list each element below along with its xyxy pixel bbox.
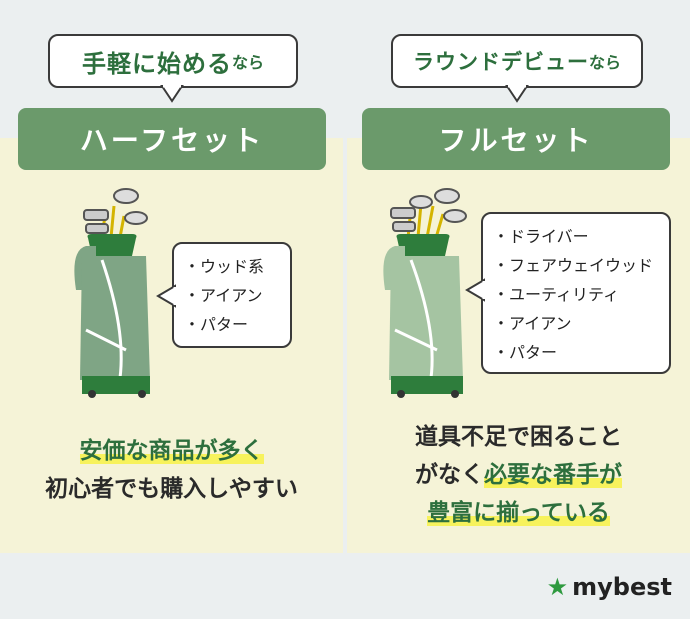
summary-highlight: 安価な商品が多く	[79, 438, 264, 464]
club-item: ・パター	[184, 315, 249, 334]
summary-line: 道具不足で困ること	[415, 424, 622, 450]
summary-highlight: 必要な番手が	[484, 462, 622, 488]
bubble-tail	[505, 85, 529, 103]
full-set-summary: 道具不足で困ること がなく必要な番手が 豊富に揃っている	[347, 418, 690, 532]
half-set-panel: 手軽に始める なら ハーフセット ・ウッド系 ・アイアン ・パター 安価な商品	[0, 0, 343, 553]
club-item: ・ユーティリティ	[493, 285, 620, 304]
bubble-main-text: 手軽に始める	[81, 49, 232, 78]
logo-text: mybest	[572, 573, 672, 601]
half-set-club-list: ・ウッド系 ・アイアン ・パター	[172, 242, 292, 348]
full-set-speech-bubble: ラウンドデビュー なら	[391, 34, 643, 88]
club-item: ・ウッド系	[184, 257, 265, 276]
list-tail	[156, 284, 176, 308]
bubble-main-text: ラウンドデビュー	[412, 50, 589, 74]
full-set-club-list: ・ドライバー ・フェアウェイウッド ・ユーティリティ ・アイアン ・パター	[481, 212, 671, 374]
summary-highlight: 豊富に揃っている	[427, 500, 610, 526]
full-set-panel: ラウンドデビュー なら フルセット ・ドライバー ・フェアウェイウッド ・ユーテ…	[347, 0, 690, 553]
bubble-small-text: なら	[588, 53, 621, 72]
mybest-logo: ★ mybest	[547, 573, 672, 601]
half-set-speech-bubble: 手軽に始める なら	[48, 34, 298, 88]
bubble-small-text: なら	[231, 53, 264, 72]
club-item: ・ドライバー	[493, 227, 589, 246]
half-set-header: ハーフセット	[18, 108, 326, 170]
golf-bag-full-icon	[383, 188, 467, 398]
club-item: ・アイアン	[493, 314, 572, 333]
club-item: ・アイアン	[184, 286, 263, 305]
list-tail	[465, 278, 485, 302]
half-set-summary: 安価な商品が多く 初心者でも購入しやすい	[0, 432, 343, 508]
club-item: ・フェアウェイウッド	[493, 256, 654, 275]
club-item: ・パター	[493, 343, 558, 362]
golf-bag-half-icon	[74, 188, 150, 398]
summary-line: 初心者でも購入しやすい	[45, 476, 298, 502]
star-icon: ★	[546, 573, 569, 601]
full-set-header: フルセット	[362, 108, 670, 170]
summary-line: がなく	[415, 462, 484, 488]
bubble-tail	[160, 85, 184, 103]
